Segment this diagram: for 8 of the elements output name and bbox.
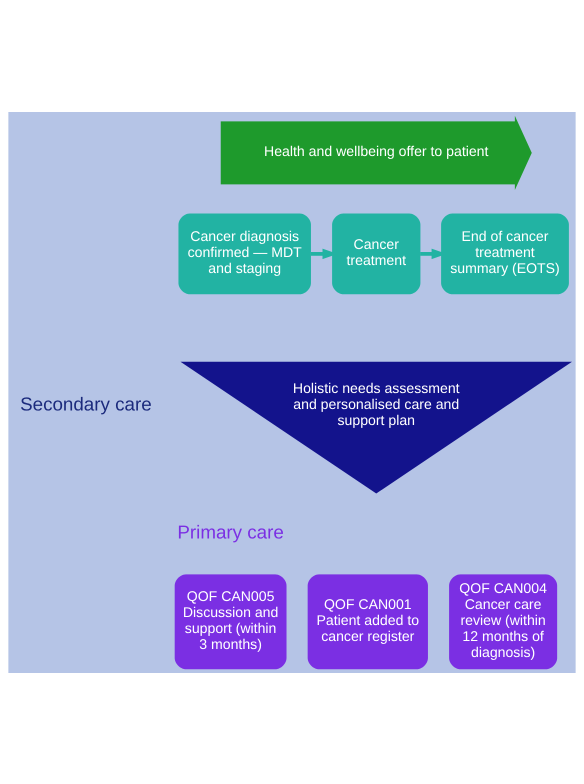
node-box: End of cancer treatment summary (EOTS) — [441, 212, 569, 294]
node-box: QOF CAN004 Cancer care review (within 12 months of diagnosis) — [449, 574, 558, 669]
node-box: QOF CAN001 Patient added to cancer register — [308, 574, 428, 669]
node-box: Cancer treatment — [332, 212, 420, 294]
label: Primary care — [177, 521, 284, 542]
node-box: Cancer diagnosis confirmed — MDT and staging — [178, 212, 311, 294]
node-box: QOF CAN005 Discussion and support (within 3 months) — [174, 574, 287, 669]
label: Secondary care — [20, 392, 152, 414]
